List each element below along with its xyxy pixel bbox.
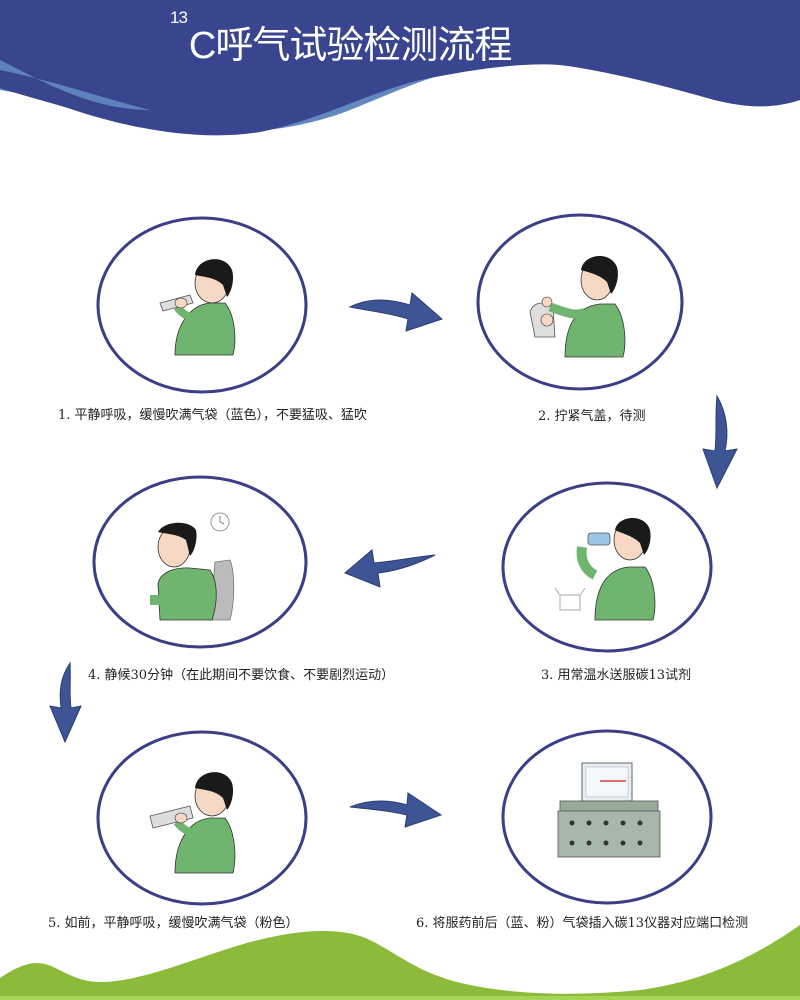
- arrow-left-icon: [344, 549, 436, 588]
- arrow-down-icon: [702, 394, 738, 490]
- person-capping-bag-icon: [529, 255, 626, 358]
- analyzer-instrument-icon: [557, 762, 661, 858]
- person-blowing-icon: [159, 259, 236, 356]
- header-band: [0, 0, 800, 150]
- arrow-right-1: [340, 285, 445, 340]
- arrow-down-1: [695, 393, 750, 493]
- arrow-right-icon-2: [349, 792, 443, 828]
- page-title: 13C呼气试验检测流程: [170, 8, 512, 69]
- person-drinking-icon: [554, 517, 656, 621]
- step-6-caption: 6. 将服药前后（蓝、粉）气袋插入碳13仪器对应端口检测: [416, 916, 749, 931]
- step-2-caption: 2. 拧紧气盖，待测: [538, 409, 646, 424]
- footer-hills: [0, 920, 800, 1000]
- arrow-down-icon-2: [49, 661, 82, 744]
- person-blowing-pink-bag-icon: [149, 772, 236, 874]
- arrow-left-1: [340, 545, 440, 600]
- step-3-caption: 3. 用常温水送服碳13试剂: [541, 668, 692, 683]
- step-5-circle: [95, 728, 310, 908]
- step-4-circle: [90, 472, 310, 652]
- step-2-circle: [475, 212, 685, 392]
- step-3-circle: [500, 475, 715, 655]
- step-6-circle: [500, 725, 715, 905]
- arrow-down-2: [45, 660, 90, 745]
- arrow-right-2: [345, 785, 445, 835]
- arrow-right-icon: [348, 292, 443, 332]
- person-resting-icon: [150, 512, 235, 621]
- step-4-caption: 4. 静候30分钟（在此期间不要饮食、不要剧烈运动）: [88, 668, 395, 683]
- step-5-caption: 5. 如前，平静呼吸，缓慢吹满气袋（粉色）: [48, 916, 299, 931]
- title-superscript: 13: [170, 8, 188, 27]
- title-text: C呼气试验检测流程: [188, 25, 512, 67]
- step-1-circle: [95, 215, 310, 395]
- step-1-caption: 1. 平静呼吸，缓慢吹满气袋（蓝色），不要猛吸、猛吹: [58, 408, 368, 423]
